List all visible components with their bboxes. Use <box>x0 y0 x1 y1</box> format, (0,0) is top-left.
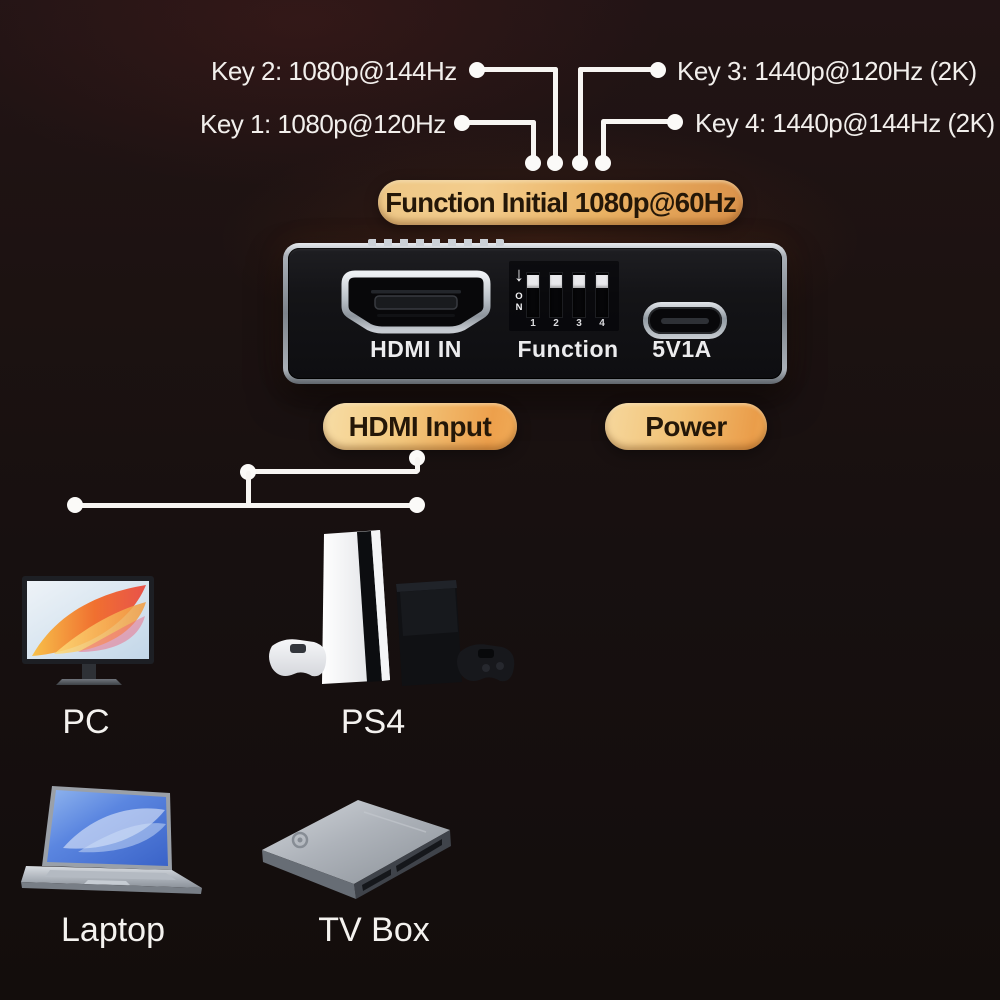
key-3-label: Key 3: 1440p@120Hz (2K) <box>677 56 977 86</box>
usb-c-opening <box>648 307 722 334</box>
dip-number-3: 3 <box>576 318 582 329</box>
dip-on-arrow-icon: ↓ <box>514 264 524 286</box>
connector-dot <box>572 155 588 171</box>
connector-line <box>462 120 536 125</box>
dip-number-4: 4 <box>599 318 605 329</box>
dip-switch-1 <box>527 273 539 317</box>
dip-knob <box>573 274 585 288</box>
ps4-console-image <box>269 530 515 686</box>
dip-switch-numbers: 1 2 3 4 <box>527 318 608 329</box>
connector-line <box>248 469 419 474</box>
connector-line <box>578 67 658 72</box>
connector-line <box>531 120 536 165</box>
power-port-label: 5V1A <box>652 336 712 362</box>
pc-monitor-image <box>22 576 154 685</box>
dip-number-2: 2 <box>553 318 559 329</box>
dip-switch-block: ↓ ON 1 2 3 4 <box>509 261 619 331</box>
dip-switch-3 <box>573 273 585 317</box>
laptop-label: Laptop <box>61 911 165 949</box>
dip-knob <box>527 274 539 288</box>
function-initial-badge: Function Initial 1080p@60Hz <box>378 180 743 225</box>
hdmi-port <box>341 270 491 334</box>
usb-c-tab <box>661 317 709 324</box>
connector-dot <box>469 62 485 78</box>
dip-switch-2 <box>550 273 562 317</box>
connector-line <box>553 67 558 165</box>
key-4-label: Key 4: 1440p@144Hz (2K) <box>695 108 995 138</box>
connector-line <box>602 119 676 124</box>
dip-knob <box>550 274 562 288</box>
function-section-label: Function <box>517 336 619 362</box>
connector-dot <box>67 497 83 513</box>
tv-box-image <box>262 800 451 899</box>
dip-knob <box>596 274 608 288</box>
ps4-label: PS4 <box>340 703 406 741</box>
connector-dot <box>547 155 563 171</box>
usb-c-power-port <box>643 302 727 339</box>
dip-on-label: ON <box>515 291 523 313</box>
pc-label: PC <box>62 703 110 741</box>
connector-line <box>477 67 558 72</box>
connector-dot <box>667 114 683 130</box>
hdmi-switch-device-image: ↓ ON 1 2 3 4 HDMI IN Function 5V1A <box>283 239 787 384</box>
connector-dot <box>525 155 541 171</box>
connector-dot <box>595 155 611 171</box>
hdmi-input-badge: HDMI Input <box>323 403 517 450</box>
connector-dot <box>454 115 470 131</box>
hdmi-in-port-label: HDMI IN <box>370 336 462 362</box>
connector-dot <box>650 62 666 78</box>
connector-line <box>246 471 251 507</box>
key-1-label: Key 1: 1080p@120Hz <box>200 109 446 139</box>
connector-dot <box>409 497 425 513</box>
connector-line <box>578 67 583 165</box>
vent-slots <box>368 239 504 246</box>
laptop-image <box>21 786 202 894</box>
connector-line <box>75 503 419 508</box>
dip-switch-4 <box>596 273 608 317</box>
dip-number-1: 1 <box>530 318 536 329</box>
connector-line <box>601 119 606 165</box>
power-badge: Power <box>605 403 767 450</box>
key-2-label: Key 2: 1080p@144Hz <box>211 56 457 86</box>
connector-line <box>415 457 420 473</box>
tv-box-label: TV Box <box>318 911 430 949</box>
